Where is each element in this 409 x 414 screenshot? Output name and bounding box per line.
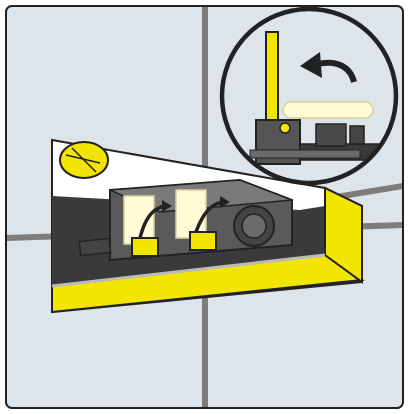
lever-right xyxy=(175,189,230,251)
valve-dial xyxy=(59,141,109,179)
zoom-lever-upright xyxy=(265,31,279,123)
pipe-stub xyxy=(78,237,112,257)
illustration-border xyxy=(5,5,404,409)
frame-side-yellow xyxy=(324,186,363,284)
lever-left xyxy=(123,195,172,257)
lever-highlight-right xyxy=(175,189,207,239)
detail-callout xyxy=(219,6,399,186)
clip-yellow-left xyxy=(131,237,159,257)
frame-edge-highlight xyxy=(51,253,326,288)
zoom-highlight-strip xyxy=(282,101,374,119)
rotate-arrow-icon xyxy=(317,59,357,83)
clip-yellow-right xyxy=(189,231,217,251)
